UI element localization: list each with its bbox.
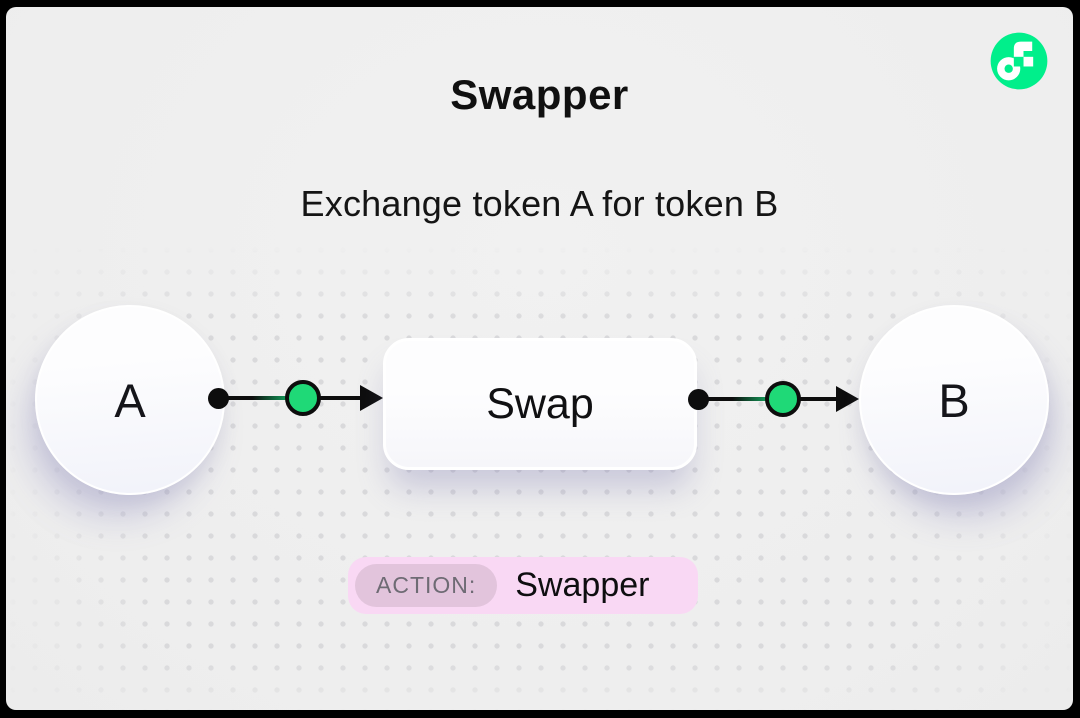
connector-start-dot	[207, 387, 229, 409]
transfer-token-node	[765, 381, 801, 417]
token-node-b: B	[859, 305, 1049, 495]
action-badge: ACTION: Swapper	[348, 557, 698, 614]
connector-line-left	[222, 395, 302, 401]
connector-a-to-swap	[207, 376, 383, 420]
connector-swap-to-b	[687, 377, 859, 421]
action-badge-label-pill: ACTION:	[355, 564, 498, 607]
token-node-b-label: B	[938, 373, 970, 427]
connector-line-left	[702, 396, 782, 402]
action-badge-value: Swapper	[515, 566, 650, 604]
token-node-a: A	[35, 305, 225, 495]
swap-process-label: Swap	[486, 379, 594, 428]
connector-start-dot	[687, 388, 709, 410]
flow-logo-icon	[990, 32, 1048, 90]
arrowhead-icon	[360, 385, 383, 411]
page-subtitle: Exchange token A for token B	[300, 183, 779, 224]
arrowhead-icon	[836, 386, 859, 412]
page-title: Swapper	[450, 71, 629, 118]
token-node-a-label: A	[114, 373, 146, 427]
swap-process-node: Swap	[383, 338, 697, 470]
transfer-token-node	[285, 380, 321, 416]
action-badge-label: ACTION:	[376, 572, 477, 598]
canvas-card: Swapper Exchange token A for token B A S…	[6, 7, 1073, 710]
connector-line-right	[320, 395, 362, 401]
flow-logo-svg	[990, 32, 1048, 90]
connector-line-right	[800, 396, 838, 402]
